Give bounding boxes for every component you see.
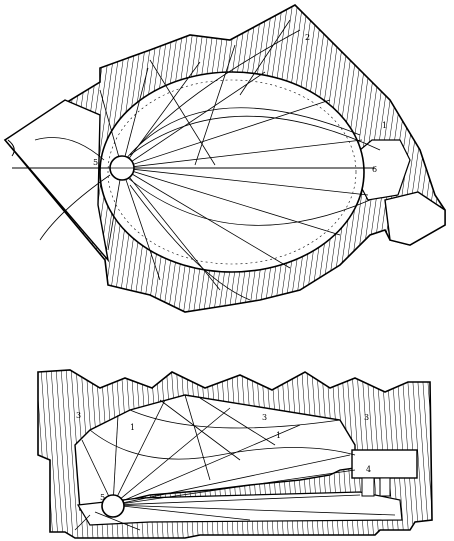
plan-label-1: 1 <box>382 121 387 130</box>
section-label-1b: 1 <box>276 431 281 440</box>
plan-label-5: 5 <box>93 158 98 167</box>
section-label-4: 4 <box>366 465 371 474</box>
section-label-5: 5 <box>100 493 105 502</box>
section-label-3c: 3 <box>364 413 369 422</box>
plan-label-2: 2 <box>305 33 310 42</box>
plan-label-6: 6 <box>372 165 377 174</box>
plan-oval-inner-ring <box>107 79 357 265</box>
plan-entrance-block <box>3 99 110 263</box>
section-label-3a: 3 <box>76 411 81 420</box>
section-focal-circle <box>101 494 125 518</box>
section-label-1a: 1 <box>130 423 135 432</box>
plan-view: 2 1 5 6 <box>3 4 446 313</box>
section-floor <box>77 491 403 526</box>
section-chamber-box <box>351 449 418 479</box>
plan-rays <box>34 19 381 301</box>
section-label-3b: 3 <box>262 413 267 422</box>
plan-right-annex <box>384 191 446 246</box>
section-view: 3 3 3 1 1 4 5 <box>37 369 433 539</box>
section-rays <box>74 394 396 531</box>
